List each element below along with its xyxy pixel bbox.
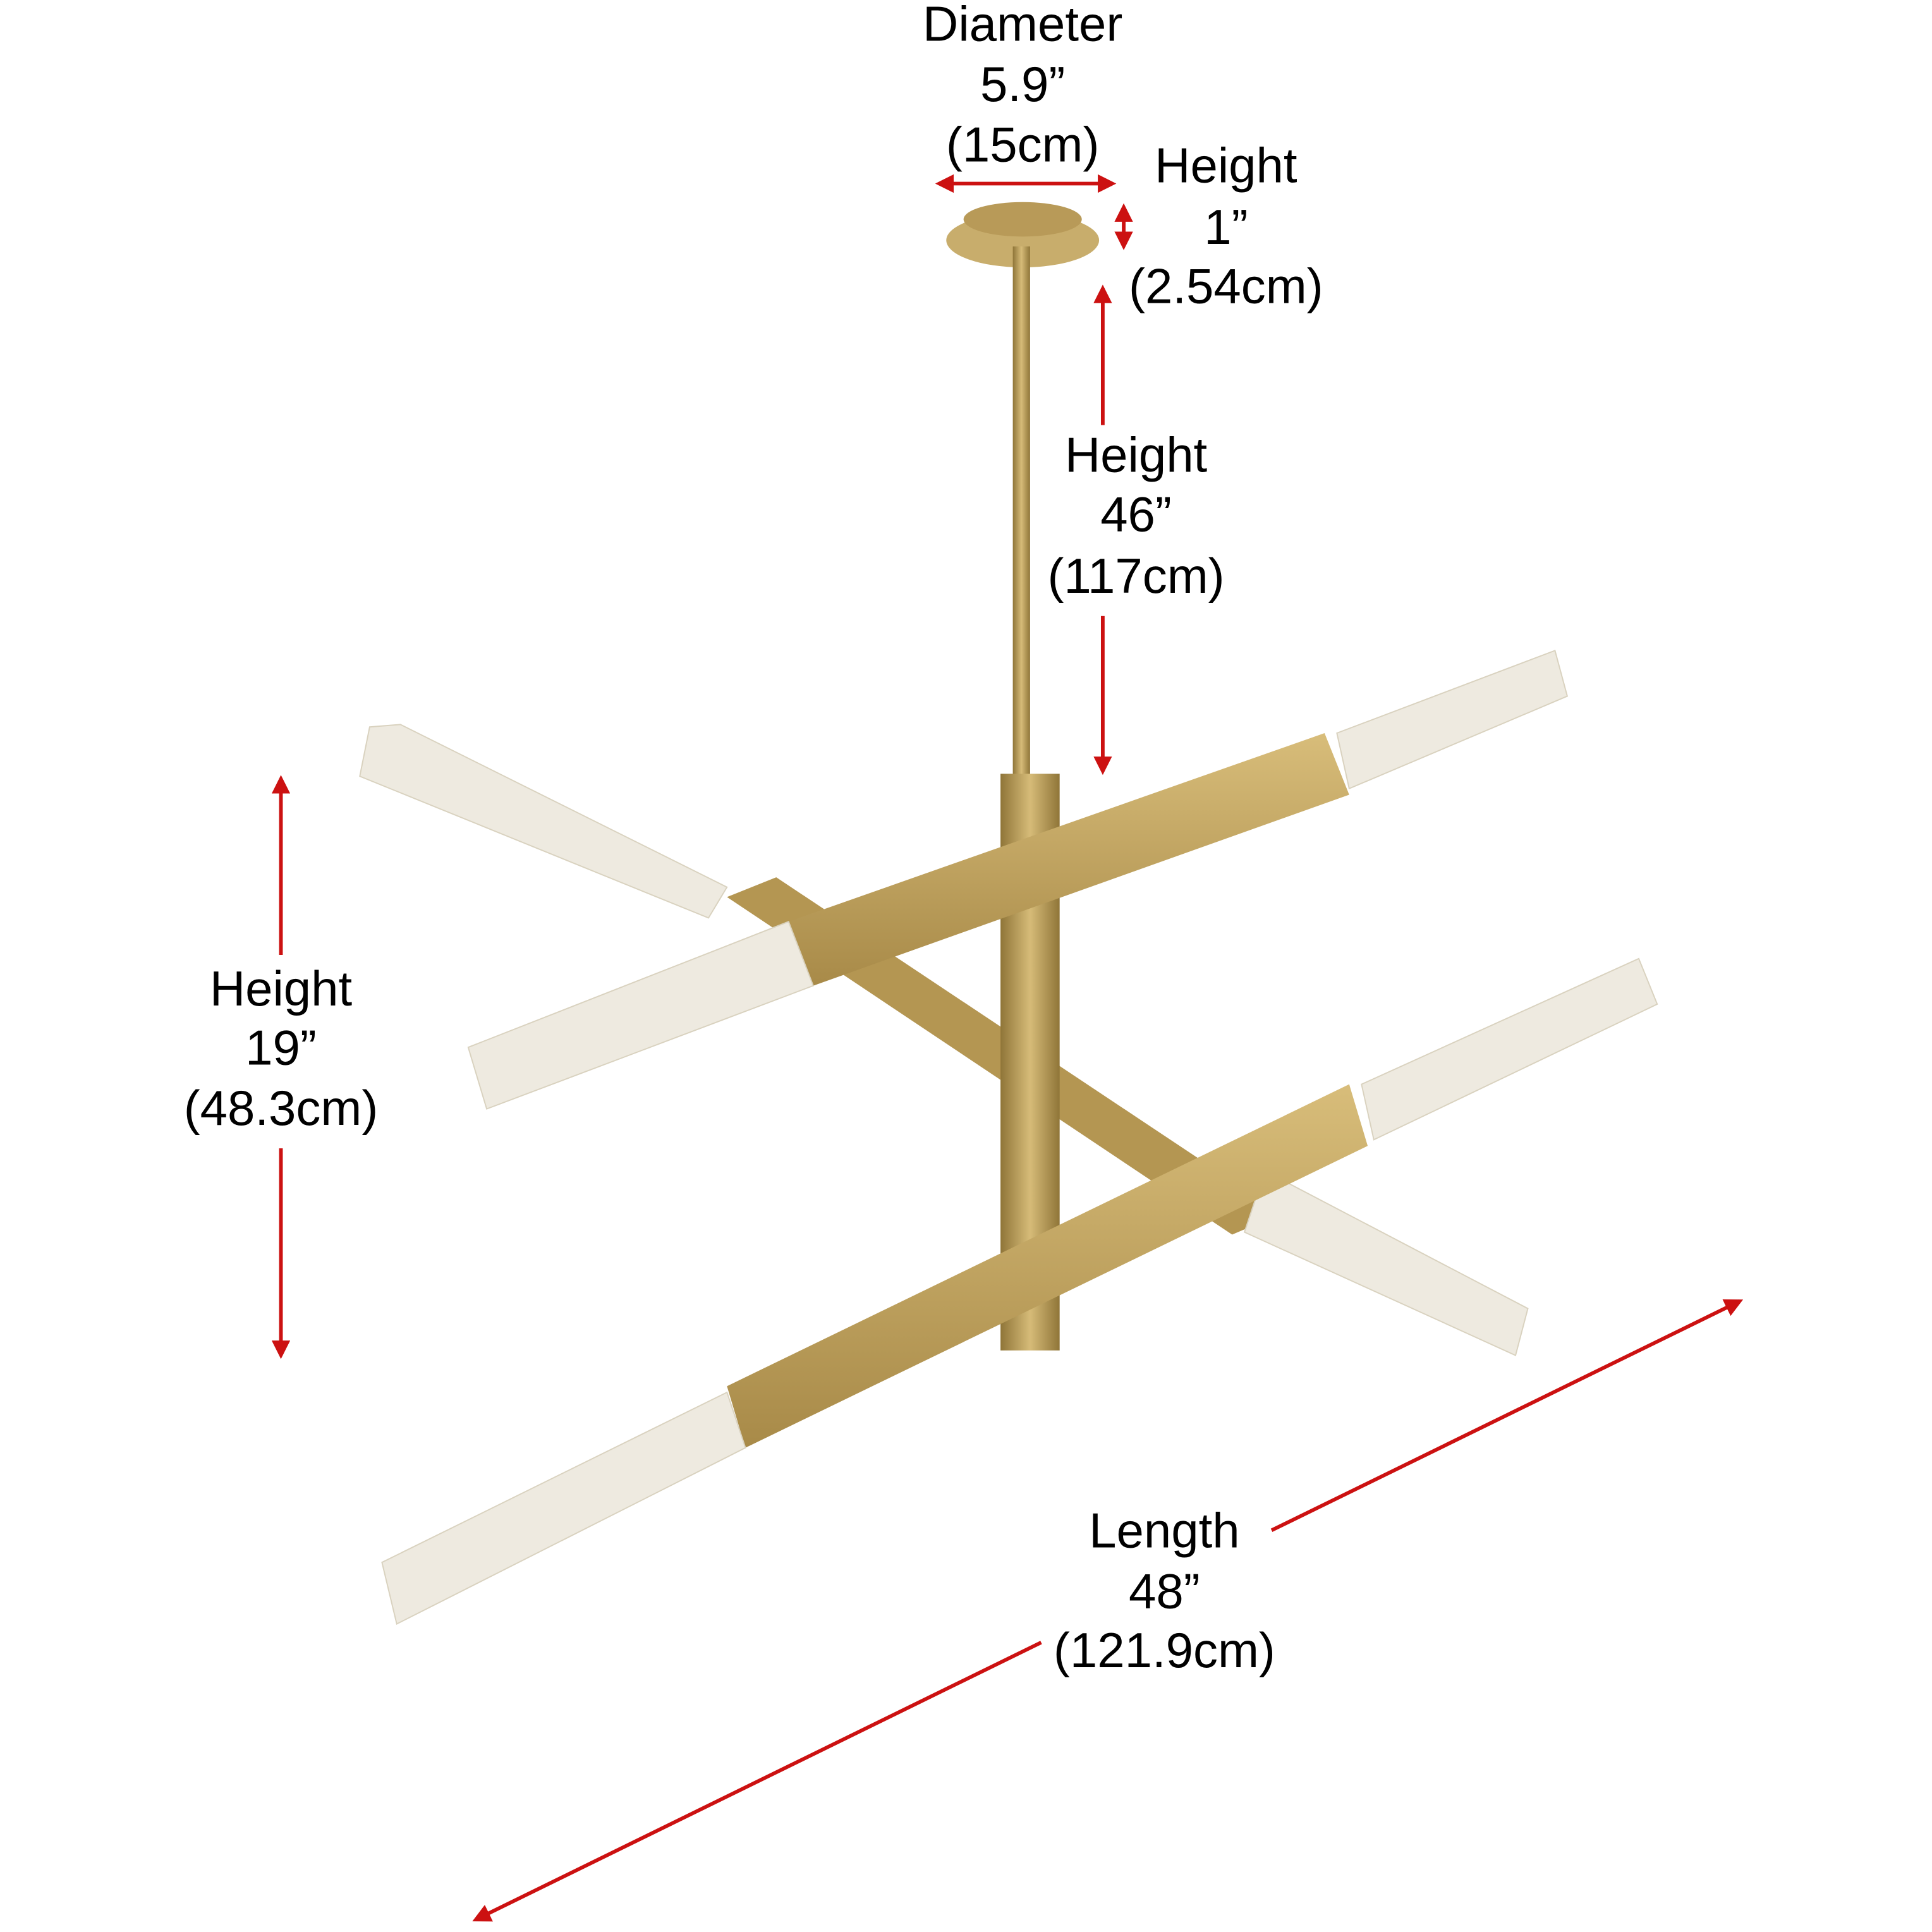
body-height-title: Height xyxy=(210,961,353,1016)
diameter-metric: (15cm) xyxy=(946,116,1100,172)
crystal-back-right xyxy=(1243,1182,1529,1356)
length-metric: (121.9cm) xyxy=(1054,1622,1275,1678)
overall-height-metric: (117cm) xyxy=(1047,548,1224,604)
crystal-upper-right xyxy=(1336,650,1569,790)
diameter-title: Diameter xyxy=(923,0,1122,51)
chandelier-illustration xyxy=(359,202,1658,1625)
overall-height-title: Height xyxy=(1065,427,1208,483)
length-imperial: 48” xyxy=(1129,1563,1200,1619)
body-height-metric: (48.3cm) xyxy=(184,1080,379,1136)
length-arrow-left xyxy=(472,1641,1042,1922)
overall-height-imperial: 46” xyxy=(1100,486,1172,542)
upper-arm xyxy=(788,733,1349,986)
crystal-upper-left xyxy=(467,921,815,1110)
canopy-height-imperial: 1” xyxy=(1204,199,1248,255)
length-title: Length xyxy=(1089,1503,1239,1558)
crystal-lower-right xyxy=(1361,957,1658,1141)
canopy-height-metric: (2.54cm) xyxy=(1129,258,1323,314)
overall-height-label: Height 46” (117cm) xyxy=(1047,427,1224,604)
downrod xyxy=(1012,246,1030,777)
length-arrow-right xyxy=(1270,1299,1744,1533)
crystal-lower-left xyxy=(381,1391,746,1625)
body-height-imperial: 19” xyxy=(245,1019,317,1075)
crystal-back-left xyxy=(359,724,728,919)
body-height-label: Height 19” (48.3cm) xyxy=(184,961,379,1136)
diameter-label: Diameter 5.9” (15cm) xyxy=(923,0,1122,172)
canopy-height-label: Height 1” (2.54cm) xyxy=(1129,138,1323,314)
canopy-height-title: Height xyxy=(1155,138,1297,193)
lower-arm xyxy=(727,1084,1368,1448)
diameter-imperial: 5.9” xyxy=(980,56,1065,112)
length-label: Length 48” (121.9cm) xyxy=(1054,1503,1275,1678)
